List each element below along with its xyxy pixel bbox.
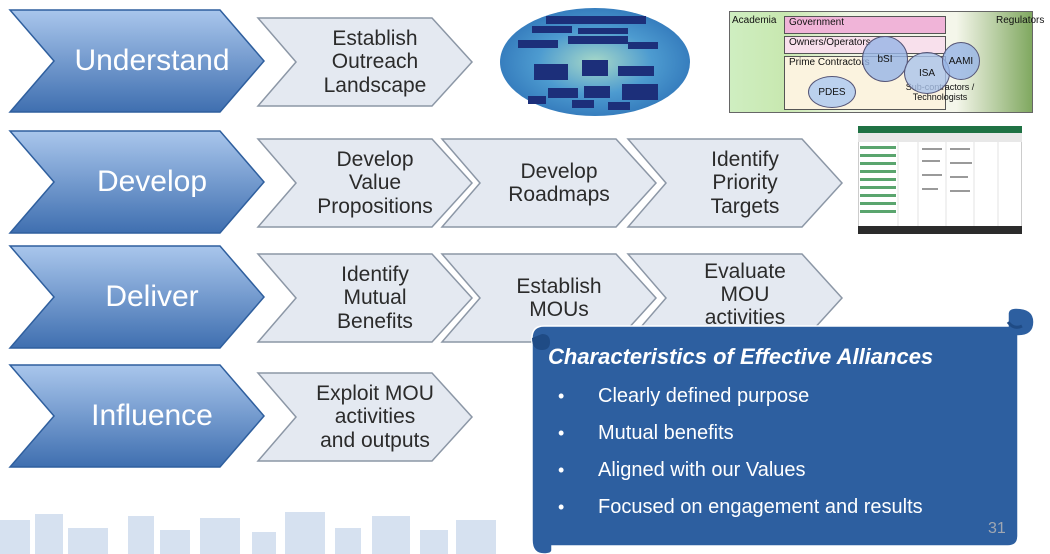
decorative-footer-pattern [0, 512, 496, 554]
phase-understand: Understand [8, 8, 266, 114]
phase-label: Deliver [105, 280, 199, 313]
effective-alliances-callout: Characteristics of Effective Alliances C… [518, 308, 1038, 554]
spreadsheet-thumbnail [858, 126, 1022, 234]
list-item: Focused on engagement and results [542, 489, 923, 526]
stakeholder-landscape-diagram: Academia Government Regulators Owners/Op… [729, 11, 1044, 113]
step-identify-mutual-benefits: Identify Mutual Benefits [256, 252, 474, 344]
phase-develop: Develop [8, 129, 266, 235]
phase-label: Develop [96, 165, 208, 198]
page-number: 31 [988, 520, 1006, 537]
phase-label: Understand [74, 44, 230, 77]
step-label: Establish Outreach Landscape [323, 27, 427, 97]
step-label: Evaluate MOU activities [704, 260, 786, 330]
capability-map-thumbnail [500, 8, 690, 116]
phase-label: Influence [91, 399, 213, 432]
step-exploit-mou-activities: Exploit MOU activities and outputs [256, 371, 474, 463]
step-label: Establish MOUs [516, 274, 602, 321]
step-label: Identify Mutual Benefits [337, 263, 413, 333]
callout-list: Clearly defined purpose Mutual benefits … [542, 378, 923, 526]
phase-influence: Influence [8, 363, 266, 469]
label-academia: Academia [732, 15, 777, 26]
list-item: Aligned with our Values [542, 452, 923, 489]
list-item: Mutual benefits [542, 415, 923, 452]
step-develop-value-propositions: Develop Value Propositions [256, 137, 474, 229]
step-label: Identify Priority Targets [710, 148, 780, 218]
step-establish-outreach-landscape: Establish Outreach Landscape [256, 16, 474, 108]
step-label: Develop Roadmaps [508, 159, 610, 206]
step-develop-roadmaps: Develop Roadmaps [440, 137, 658, 229]
label-bsi: bSI [877, 53, 893, 65]
label-isa: ISA [918, 67, 936, 79]
label-prime-contractors: Prime Contractors [789, 57, 870, 68]
label-regulators: Regulators [996, 15, 1045, 26]
label-pdes: PDES [818, 86, 846, 98]
step-identify-priority-targets: Identify Priority Targets [626, 137, 844, 229]
callout-title: Characteristics of Effective Alliances [548, 344, 934, 369]
list-item: Clearly defined purpose [542, 378, 923, 415]
phase-deliver: Deliver [8, 244, 266, 350]
label-aami: AAMI [948, 55, 974, 67]
label-owners-operators: Owners/Operators [789, 37, 871, 48]
step-evaluate-mou-activities: Evaluate MOU activities [626, 252, 844, 344]
label-government: Government [789, 17, 845, 28]
step-establish-mous: Establish MOUs [440, 252, 658, 344]
step-label: Exploit MOU activities and outputs [316, 382, 434, 452]
step-label: Develop Value Propositions [317, 148, 433, 218]
